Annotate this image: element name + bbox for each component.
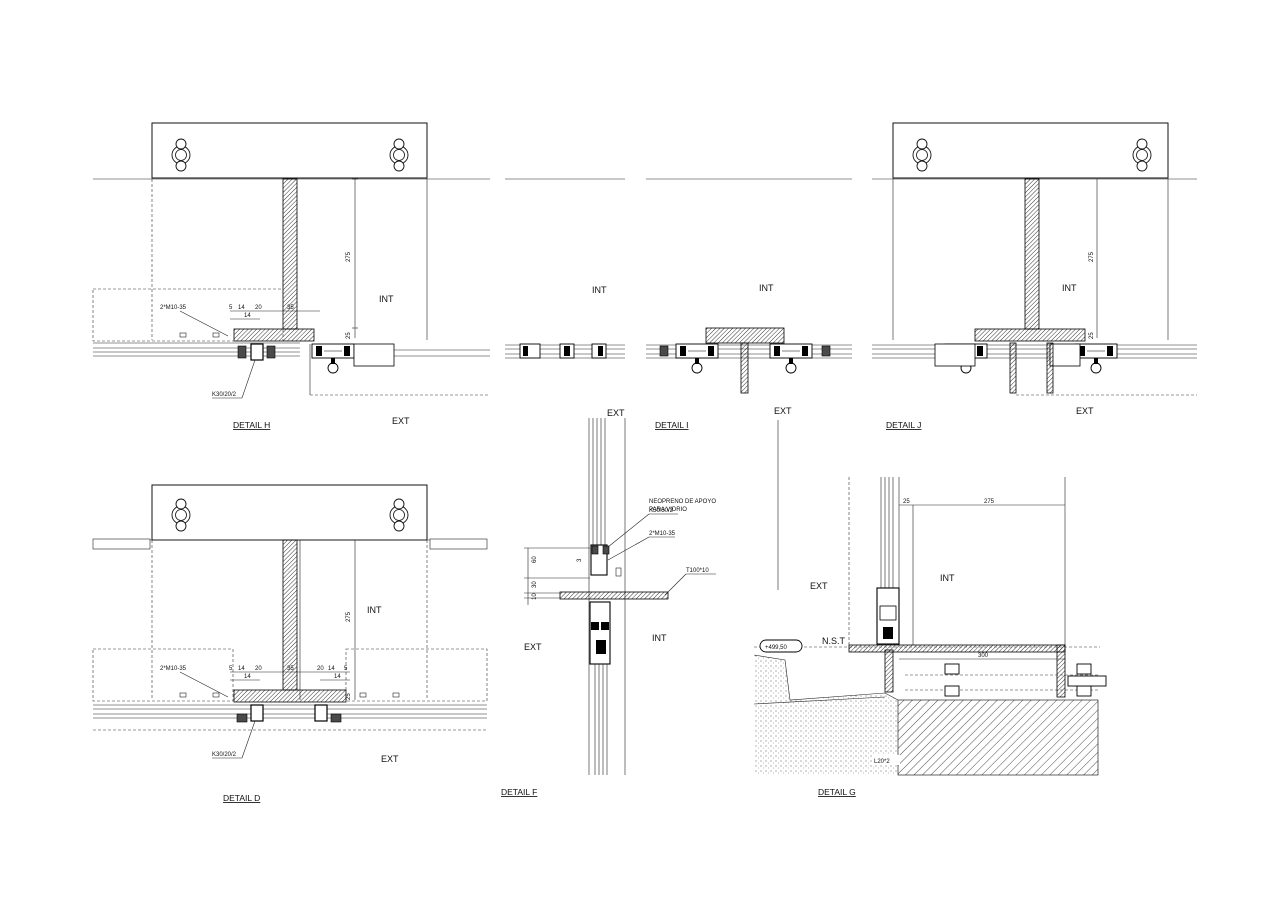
detail-d-int-label: INT: [367, 605, 382, 615]
detail-i-int-label: INT: [592, 285, 607, 295]
detail-g-level-label: +499,50: [765, 645, 788, 651]
detail-d: 275 25 5 14 20 14 35 20 14 5 14 2*M10-35…: [92, 484, 488, 803]
detail-g-ground-fill: [754, 655, 898, 775]
detail-h-dim-14: 14: [238, 305, 245, 311]
detail-j: 275 25 INT EXT DETAIL J: [872, 122, 1197, 430]
detail-f: 60 30 10 3 K50/30/2 NEOPRENO DE APOYO PA…: [501, 418, 716, 797]
detail-d-dim-35: 35: [287, 666, 294, 672]
detail-h: 275 25 5 14 20 14 35 2*M10-35 K30/20/2 I…: [92, 122, 490, 430]
detail-i-int-label-2: INT: [759, 283, 774, 293]
detail-g-ext-label: EXT: [810, 581, 828, 591]
detail-h-dim-height: 275: [346, 251, 352, 262]
detail-d-profile-label: K30/20/2: [212, 752, 237, 758]
detail-d-dim-14c: 14: [328, 666, 335, 672]
detail-g-level-tag: [759, 639, 803, 653]
detail-g-nst-label: N.S.T: [822, 636, 846, 646]
detail-j-title: DETAIL J: [886, 420, 921, 430]
detail-h-ext-label: EXT: [392, 416, 410, 426]
detail-f-plate-label: T100*10: [686, 568, 709, 574]
detail-d-dim-14d: 14: [334, 674, 341, 680]
detail-f-dim-10: 10: [532, 593, 538, 600]
detail-h-dim-5: 5: [229, 305, 233, 311]
detail-i: INT EXT DETAIL I INT EXT: [505, 178, 852, 590]
detail-i-cover-plate: [705, 327, 785, 344]
detail-d-dim-height: 275: [346, 611, 352, 622]
detail-f-title: DETAIL F: [501, 787, 537, 797]
detail-f-dim-3: 3: [577, 558, 583, 562]
detail-f-dim-30: 30: [532, 581, 538, 588]
detail-d-dim-25: 25: [346, 693, 352, 700]
detail-h-int-label: INT: [379, 294, 394, 304]
detail-f-bolt-label: 2*M10-35: [649, 531, 676, 537]
detail-d-dim-20: 20: [255, 666, 262, 672]
detail-j-dim-25: 25: [1089, 332, 1095, 339]
detail-h-dim-20: 20: [255, 305, 262, 311]
detail-j-bolt-knob-icon: [912, 138, 932, 172]
detail-g-dim-25: 25: [903, 499, 910, 505]
detail-g-int-label: INT: [940, 573, 955, 583]
detail-i-ext-label-2: EXT: [774, 406, 792, 416]
detail-h-dim-25: 25: [346, 332, 352, 339]
detail-h-dim-14b: 14: [244, 313, 251, 319]
detail-d-dim-14: 14: [238, 666, 245, 672]
detail-j-dim-height: 275: [1089, 251, 1095, 262]
detail-i-title: DETAIL I: [655, 420, 689, 430]
detail-d-dim-5: 5: [229, 666, 233, 672]
detail-g-dim-275: 275: [984, 499, 995, 505]
detail-g-title: DETAIL G: [818, 787, 856, 797]
detail-h-bolt-label: 2*M10-35: [160, 305, 187, 311]
detail-j-bolt-knob-icon: [1132, 138, 1152, 172]
detail-g-dim-300: 300: [978, 653, 989, 659]
detail-d-bolt-label: 2*M10-35: [160, 666, 187, 672]
detail-d-ext-label: EXT: [381, 754, 399, 764]
detail-h-dim-35: 35: [287, 305, 294, 311]
detail-g-concrete-base: [897, 699, 1099, 776]
detail-h-profile-label: K30/20/2: [212, 392, 237, 398]
detail-f-ext-label: EXT: [524, 642, 542, 652]
detail-j-int-label: INT: [1062, 283, 1077, 293]
detail-i-frame-profile-right: [769, 343, 813, 374]
detail-h-bolt-knob-icon: [171, 138, 191, 172]
detail-d-bolt-knob-icon: [389, 498, 409, 532]
detail-d-dim-20b: 20: [317, 666, 324, 672]
detail-f-profile-label: K50/30/2: [649, 508, 674, 514]
detail-h-bolt-knob-icon: [389, 138, 409, 172]
detail-h-title: DETAIL H: [233, 420, 270, 430]
detail-j-steel-fin: [1024, 178, 1040, 330]
detail-j-ext-label: EXT: [1076, 406, 1094, 416]
detail-g-angle-plate: [848, 644, 1066, 653]
detail-d-dim-5b: 5: [344, 666, 348, 672]
detail-h-frame-profile: [311, 343, 355, 374]
detail-f-neoprene-label-1: NEOPRENO DE APOYO: [649, 499, 716, 505]
detail-g-angle-label: L20*2: [874, 759, 890, 765]
detail-d-bolt-knob-icon: [171, 498, 191, 532]
detail-g: 25 275 300 +499,50 N.S.T L20*2 INT EXT D…: [753, 477, 1107, 797]
detail-f-dim-60: 60: [532, 556, 538, 563]
detail-f-neoprene-label-2: PARA VIDRIO: [649, 507, 687, 513]
detail-d-dim-14b: 14: [244, 674, 251, 680]
detail-i-ext-label: EXT: [607, 408, 625, 418]
detail-f-plate: [559, 591, 669, 600]
detail-f-int-label: INT: [652, 633, 667, 643]
detail-i-frame-profile-left: [675, 343, 719, 374]
detail-d-title: DETAIL D: [223, 793, 260, 803]
detail-h-bracket-plate: [151, 122, 428, 179]
